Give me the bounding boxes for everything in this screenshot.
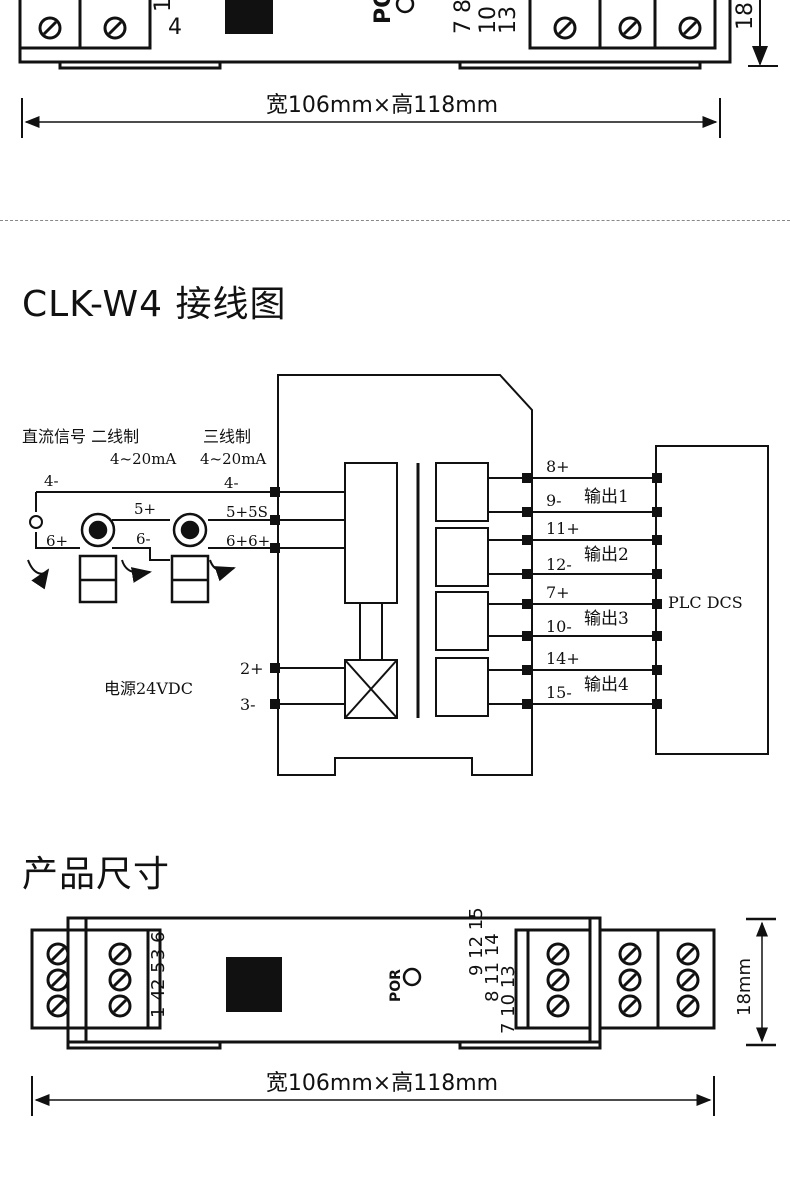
wiring-diagram [35, 374, 769, 776]
dims-pins-right-mid: 8 11 14 [482, 933, 503, 1002]
two-wire-transmitter [78, 512, 118, 604]
current-source-symbol [27, 515, 236, 590]
pin-5-plus: 5+ [134, 500, 156, 518]
output-block-2 [435, 527, 489, 587]
output-labels: 8+ 9- 输出1 11+ 12- 输出2 7+ 10- 输出3 14+ 15-… [546, 457, 629, 702]
dims-power-label: POR [388, 969, 404, 1002]
dims-section-title: 产品尺寸 [22, 854, 171, 895]
pin-6-plus: 6+ [46, 532, 68, 550]
output-3-plus: 7+ [546, 583, 570, 602]
output-1-minus: 9- [546, 491, 562, 510]
top-pin-col1: 1 [151, 0, 176, 12]
top-pin-col2: 4 [168, 15, 182, 40]
output-3-minus: 10- [546, 617, 572, 636]
output-4-label: 输出4 [584, 675, 629, 695]
power-label: 电源24VDC [104, 679, 193, 698]
top-pin-right3: 13 14 [496, 0, 521, 34]
pin-in-6: 6+6+ [226, 532, 270, 550]
output-4-plus: 14+ [546, 649, 580, 668]
output-1-plus: 8+ [546, 457, 570, 476]
output-4-minus: 15- [546, 683, 572, 702]
top-width-dimension: 宽106mm×高118mm [21, 93, 721, 138]
output-2-plus: 11+ [546, 519, 580, 538]
dims-module-drawing [30, 916, 716, 1050]
top-module-drawing: 1 4 POR 7 8 10 11 13 14 18mm [18, 0, 778, 70]
two-wire-label: 直流信号 二线制 [22, 427, 139, 446]
output-block-4 [435, 657, 489, 717]
top-pin-right2: 10 11 [476, 0, 501, 34]
dims-display-block [226, 957, 282, 1012]
pin-in-4: 4- [224, 474, 239, 492]
three-wire-label: 三线制 [203, 427, 251, 446]
section-separator [0, 220, 790, 221]
three-wire-transmitter [170, 512, 210, 604]
top-power-label: POR [371, 0, 396, 24]
wiring-section-title: CLK-W4 接线图 [22, 284, 287, 325]
output-2-label: 输出2 [584, 545, 629, 565]
pin-4-minus: 4- [44, 472, 59, 490]
input-block [344, 462, 398, 604]
module-outline [277, 374, 533, 776]
output-block-3 [435, 591, 489, 651]
power-minus: 3- [240, 695, 256, 714]
pin-in-5: 5+5S [226, 503, 268, 521]
output-block-1 [435, 462, 489, 522]
output-3-label: 输出3 [584, 609, 629, 629]
top-pin-right1: 7 8 [451, 0, 476, 34]
power-plus: 2+ [240, 659, 264, 678]
dims-dimension-label: 宽106mm×高118mm [266, 1071, 498, 1096]
three-wire-range: 4~20mA [200, 450, 266, 468]
top-height-label: 18mm [733, 0, 758, 30]
top-dimension-label: 宽106mm×高118mm [266, 93, 498, 118]
pin-6-minus: 6- [136, 530, 151, 548]
dims-pins-left-bot: 1 4 [148, 989, 169, 1018]
dims-height-label: 18mm [734, 958, 755, 1016]
dims-power-led [402, 967, 422, 987]
output-2-minus: 12- [546, 555, 572, 574]
plc-label: PLC DCS [668, 593, 743, 612]
dims-width-dimension: 宽106mm×高118mm [31, 1071, 715, 1116]
dims-pin-labels: 3 6 2 5 1 4 POR 9 12 15 8 11 14 7 10 13 [148, 907, 519, 1034]
dims-pins-left-mid: 2 5 [148, 961, 169, 990]
terminal-dots [270, 473, 662, 709]
dims-height-dimension: 18mm [734, 917, 776, 1047]
dims-pins-right-top: 9 12 15 [466, 907, 487, 976]
two-wire-range: 4~20mA [110, 450, 176, 468]
dims-pins-left-top: 3 6 [148, 931, 169, 960]
output-1-label: 输出1 [584, 487, 629, 507]
dims-pins-right-bot: 7 10 13 [498, 965, 519, 1034]
power-converter-block [344, 659, 398, 719]
